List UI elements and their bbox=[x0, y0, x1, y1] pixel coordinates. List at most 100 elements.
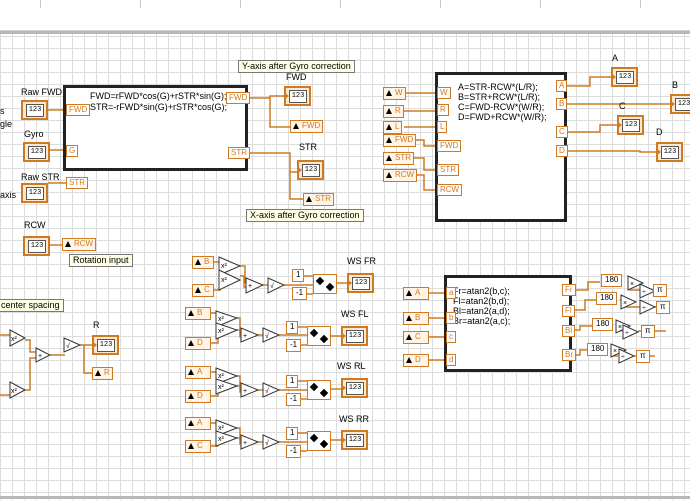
local-variable-d[interactable]: D bbox=[185, 390, 211, 403]
terminal-in-fwd[interactable]: FWD bbox=[66, 104, 91, 116]
terminal-out-b[interactable]: B bbox=[556, 98, 568, 110]
a-indicator[interactable]: 123 bbox=[611, 67, 638, 87]
local-variable-c[interactable]: C bbox=[192, 284, 214, 297]
local-variable-l[interactable]: L bbox=[383, 121, 403, 134]
local-variable-b[interactable]: B bbox=[192, 256, 214, 269]
local-variable-a[interactable]: A bbox=[185, 417, 211, 430]
ws-rl-indicator[interactable]: 123 bbox=[341, 378, 368, 398]
local-variable-fwd[interactable]: FWD bbox=[290, 120, 324, 133]
constant-180[interactable]: 180 bbox=[596, 292, 618, 305]
divide-function[interactable] bbox=[639, 283, 657, 299]
terminal-out-fr[interactable]: Fr bbox=[562, 284, 576, 296]
str-indicator[interactable]: 123 bbox=[297, 160, 324, 180]
constant-neg-one[interactable]: -1 bbox=[286, 393, 302, 406]
local-variable-a[interactable]: A bbox=[403, 287, 429, 300]
terminal-out-str[interactable]: STR bbox=[228, 147, 250, 159]
local-variable-d[interactable]: D bbox=[185, 337, 211, 350]
local-variable-str-in[interactable]: STR bbox=[383, 152, 414, 165]
terminal-in-l[interactable]: L bbox=[437, 121, 448, 133]
square-function[interactable] bbox=[9, 329, 27, 347]
pi-constant[interactable]: π bbox=[636, 350, 650, 363]
local-variable-rcw-in[interactable]: RCW bbox=[383, 169, 418, 182]
terminal-in-str2[interactable]: STR bbox=[437, 164, 459, 176]
local-variable-r-out[interactable]: R bbox=[92, 367, 113, 380]
square-function[interactable] bbox=[9, 381, 27, 399]
add-function[interactable] bbox=[240, 434, 260, 450]
select-function[interactable] bbox=[313, 274, 337, 294]
r-indicator[interactable]: 123 bbox=[92, 335, 119, 355]
local-variable-c[interactable]: C bbox=[185, 440, 211, 453]
terminal-out-a[interactable]: A bbox=[556, 80, 568, 92]
gyro-control[interactable]: 123 bbox=[23, 142, 50, 162]
terminal-in-c[interactable]: c bbox=[446, 331, 456, 343]
square-function[interactable] bbox=[215, 310, 239, 328]
sqrt-function[interactable] bbox=[262, 434, 281, 450]
sqrt-function[interactable] bbox=[63, 337, 82, 353]
terminal-in-w[interactable]: W bbox=[437, 87, 451, 99]
pi-constant[interactable]: π bbox=[656, 301, 670, 314]
formula-node-abcd[interactable]: A=STR-RCW*(L/R); B=STR+RCW*(L/R); C=FWD-… bbox=[435, 72, 567, 222]
terminal-out-br[interactable]: Br bbox=[562, 349, 576, 361]
terminal-in-fwd2[interactable]: FWD bbox=[437, 140, 462, 152]
local-variable-str[interactable]: STR bbox=[303, 193, 334, 206]
divide-function[interactable] bbox=[622, 324, 640, 340]
constant-one[interactable]: 1 bbox=[286, 321, 299, 334]
constant-180[interactable]: 180 bbox=[592, 318, 614, 331]
terminal-in-a[interactable]: a bbox=[446, 287, 457, 299]
pi-constant[interactable]: π bbox=[653, 284, 667, 297]
sqrt-function[interactable] bbox=[267, 277, 286, 294]
constant-neg-one[interactable]: -1 bbox=[292, 287, 308, 300]
select-function[interactable] bbox=[307, 326, 331, 346]
terminal-in-r[interactable]: R bbox=[437, 104, 449, 116]
terminal-out-fl[interactable]: Fl bbox=[562, 305, 575, 317]
constant-one[interactable]: 1 bbox=[286, 375, 299, 388]
ws-fr-indicator[interactable]: 123 bbox=[347, 273, 374, 293]
constant-one[interactable]: 1 bbox=[286, 427, 299, 440]
local-variable-c[interactable]: C bbox=[403, 331, 429, 344]
add-function[interactable] bbox=[245, 277, 265, 294]
add-function[interactable] bbox=[240, 327, 260, 343]
constant-180[interactable]: 180 bbox=[601, 274, 623, 287]
square-function[interactable] bbox=[218, 269, 242, 291]
select-function[interactable] bbox=[307, 380, 331, 400]
terminal-out-d[interactable]: D bbox=[556, 145, 568, 157]
b-indicator[interactable]: 123 bbox=[670, 94, 690, 114]
local-variable-b[interactable]: B bbox=[403, 312, 429, 325]
local-variable-rcw[interactable]: RCW bbox=[62, 238, 97, 251]
constant-neg-one[interactable]: -1 bbox=[286, 339, 302, 352]
square-function[interactable] bbox=[215, 419, 239, 437]
square-function[interactable] bbox=[215, 322, 239, 340]
raw-str-control[interactable]: 123 bbox=[21, 183, 48, 203]
c-indicator[interactable]: 123 bbox=[617, 115, 644, 135]
constant-one[interactable]: 1 bbox=[292, 269, 305, 282]
terminal-in-g[interactable]: G bbox=[66, 145, 79, 157]
d-indicator[interactable]: 123 bbox=[656, 142, 683, 162]
terminal-out-bl[interactable]: Bl bbox=[562, 325, 576, 337]
terminal-in-d[interactable]: d bbox=[446, 354, 457, 366]
multiply-function[interactable] bbox=[620, 294, 638, 310]
constant-neg-one[interactable]: -1 bbox=[286, 445, 302, 458]
local-variable-w[interactable]: W bbox=[383, 87, 406, 100]
multiply-function[interactable] bbox=[627, 275, 645, 291]
local-variable-r[interactable]: R bbox=[383, 105, 404, 118]
square-function[interactable] bbox=[215, 367, 239, 385]
terminal-in-b[interactable]: b bbox=[446, 312, 457, 324]
raw-fwd-control[interactable]: 123 bbox=[21, 100, 48, 120]
square-function[interactable] bbox=[215, 378, 239, 395]
add-function[interactable] bbox=[240, 382, 260, 398]
fwd-indicator[interactable]: 123 bbox=[284, 86, 311, 106]
terminal-out-c[interactable]: C bbox=[556, 126, 568, 138]
ws-rr-indicator[interactable]: 123 bbox=[341, 430, 368, 450]
local-variable-fwd-in[interactable]: FWD bbox=[383, 134, 417, 147]
local-variable-d[interactable]: D bbox=[403, 354, 429, 367]
local-variable-b[interactable]: B bbox=[185, 307, 211, 320]
constant-180[interactable]: 180 bbox=[587, 343, 609, 356]
terminal-in-rcw[interactable]: RCW bbox=[437, 184, 463, 196]
sqrt-function[interactable] bbox=[262, 327, 281, 343]
divide-function[interactable] bbox=[639, 299, 657, 315]
pi-constant[interactable]: π bbox=[641, 325, 655, 338]
formula-node-gyro[interactable]: FWD=rFWD*cos(G)+rSTR*sin(G); STR=-rFWD*s… bbox=[63, 85, 248, 171]
divide-function[interactable] bbox=[618, 348, 636, 364]
square-function[interactable] bbox=[218, 256, 242, 276]
add-function[interactable] bbox=[35, 347, 52, 363]
